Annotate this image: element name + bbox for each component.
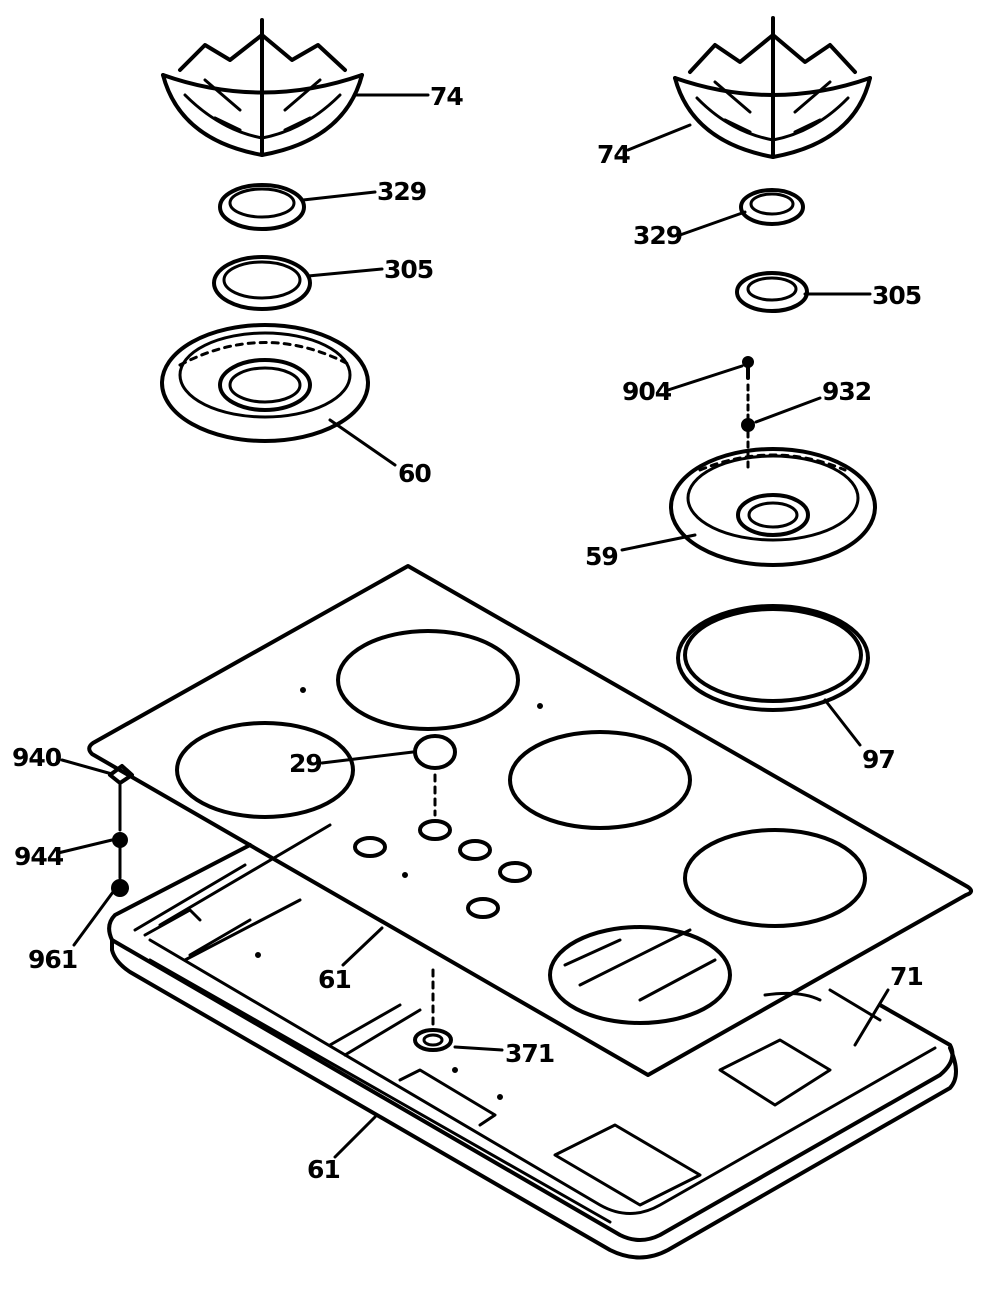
leader-line	[333, 1115, 377, 1159]
label-cap-left: 329	[377, 177, 426, 206]
leader-line	[72, 890, 115, 947]
cooktop-element-center	[508, 730, 692, 830]
label-head-left: 305	[384, 255, 433, 284]
cooktop-glass-panel	[87, 564, 973, 1077]
label-grate-right: 74	[597, 140, 630, 169]
mounting-clip-stack	[108, 764, 134, 897]
leader-line	[320, 750, 415, 765]
knob-hole	[458, 839, 492, 861]
label-grate-left: 74	[430, 82, 463, 111]
knob-hole	[353, 836, 387, 858]
right-burner-head	[735, 271, 809, 313]
label-clip-mid: 944	[14, 842, 64, 871]
right-burner-grate	[673, 16, 872, 159]
leader-line	[60, 758, 114, 776]
label-clip-top: 940	[12, 743, 62, 772]
label-bowl-left: 60	[398, 459, 431, 488]
knob-hole	[418, 819, 452, 841]
leader-line	[620, 533, 697, 552]
label-cooktop-glass: 61	[318, 965, 351, 994]
leader-line	[678, 210, 747, 237]
knob-hole	[498, 861, 532, 883]
leader-line	[453, 1045, 504, 1052]
cooktop-tray	[107, 823, 958, 1260]
left-burner-grate	[161, 18, 364, 157]
leader-line	[341, 926, 384, 967]
trim-ring	[676, 604, 870, 712]
label-bowl-right: 59	[585, 542, 618, 571]
right-burner-bowl	[669, 447, 877, 567]
cooktop-element-front	[548, 925, 732, 1025]
label-knob: 29	[289, 749, 322, 778]
label-head-right: 305	[872, 281, 921, 310]
left-burner-bowl	[160, 323, 370, 443]
electrode-fitting	[413, 968, 453, 1052]
tray-opening	[718, 1038, 832, 1107]
label-washer-right: 932	[822, 377, 871, 406]
control-knob	[413, 734, 457, 817]
left-burner-head	[212, 255, 312, 311]
label-trim-ring: 97	[862, 745, 895, 774]
tray-opening	[553, 1123, 702, 1207]
leader-line	[823, 698, 862, 747]
leader-line	[301, 190, 377, 202]
leader-line	[626, 123, 692, 152]
leader-line	[306, 267, 384, 278]
label-bracket: 71	[890, 962, 923, 991]
label-cap-right: 329	[633, 221, 682, 250]
leader-line	[56, 838, 114, 855]
left-burner-cap	[218, 183, 306, 231]
leader-line	[853, 988, 890, 1047]
label-electrode: 371	[505, 1039, 554, 1068]
right-burner-cap	[739, 188, 805, 226]
label-tray: 61	[307, 1155, 340, 1184]
leader-line	[754, 396, 822, 424]
knob-hole	[466, 897, 500, 919]
leader-line	[328, 418, 397, 467]
label-screw-right: 904	[622, 377, 672, 406]
leader-line	[666, 364, 744, 392]
label-clip-bottom: 961	[28, 945, 77, 974]
cooktop-element-rear-left	[336, 629, 520, 731]
cooktop-element-front-left	[175, 721, 355, 819]
right-burner-screw	[742, 356, 754, 380]
cooktop-element-right	[683, 828, 867, 928]
